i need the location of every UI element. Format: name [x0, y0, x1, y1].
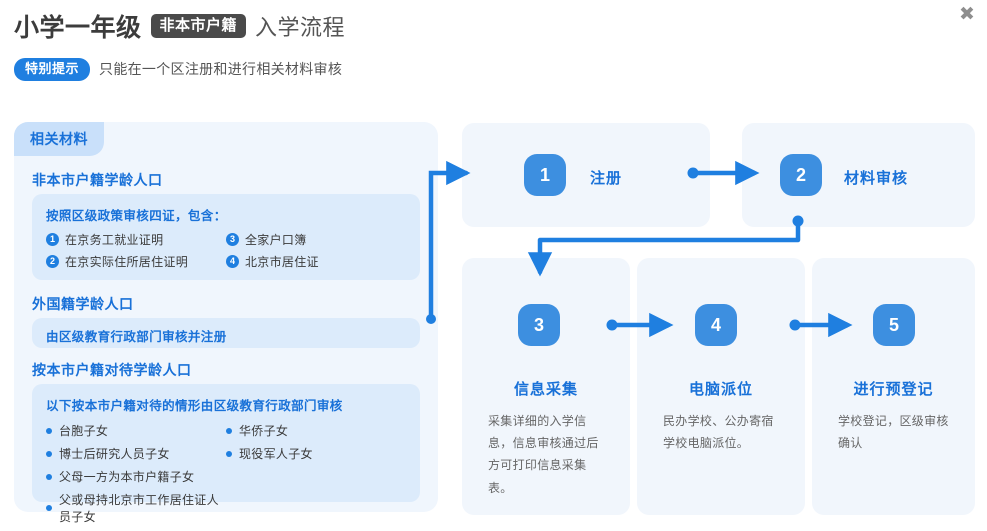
- section-title-nonlocal: 非本市户籍学龄人口: [32, 172, 163, 188]
- tip-text: 只能在一个区注册和进行相关材料审核: [99, 61, 343, 78]
- bullet-dot-icon: [226, 450, 232, 457]
- number-badge: 1: [46, 233, 59, 246]
- list-item: 台胞子女: [46, 422, 226, 439]
- section-card-title-nonlocal: 按照区级政策审核四证，包含：: [46, 209, 227, 223]
- step-title: 材料审核: [844, 170, 909, 187]
- bullet-dot-icon: [46, 473, 52, 480]
- step-number-badge: 3: [518, 304, 560, 346]
- flow-card-step-3[interactable]: 3 信息采集 采集详细的入学信息，信息审核通过后方可打印信息采集表。: [462, 258, 630, 515]
- close-icon[interactable]: ✖: [959, 4, 975, 25]
- list-item-label: 在京务工就业证明: [65, 233, 164, 247]
- step-title: 进行预登记: [853, 381, 934, 398]
- section-card-text-foreign: 由区级教育行政部门审核并注册: [46, 330, 227, 344]
- step-number-badge: 2: [780, 154, 822, 196]
- number-badge: 3: [226, 233, 239, 246]
- list-item-label: 全家户口簿: [245, 233, 307, 247]
- step-title: 电脑派位: [688, 381, 753, 398]
- tip-row: 特别提示 只能在一个区注册和进行相关材料审核: [14, 58, 342, 81]
- list-item-label: 博士后研究人员子女: [59, 447, 170, 461]
- list-item-label: 在京实际住所居住证明: [65, 255, 189, 269]
- flow-card-step-5[interactable]: 5 进行预登记 学校登记，区级审核确认: [812, 258, 975, 515]
- list-item: 1 在京务工就业证明: [46, 231, 226, 248]
- section-title-foreign: 外国籍学龄人口: [32, 296, 134, 312]
- treated-local-list: 台胞子女 华侨子女 博士后研究人员子女 现役军人子女 父母一方为本市户籍子女: [46, 422, 406, 531]
- related-materials-panel: 相关材料 非本市户籍学龄人口 按照区级政策审核四证，包含： 1 在京务工就业证明…: [14, 122, 438, 524]
- list-item-spacer: [226, 468, 406, 485]
- flow-card-step-1[interactable]: 1 注册: [462, 123, 710, 227]
- section-title-treated-local: 按本市户籍对待学龄人口: [32, 362, 192, 378]
- tip-badge: 特别提示: [14, 58, 91, 81]
- title-row: 小学一年级 非本市户籍 入学流程: [14, 8, 345, 44]
- step-title: 注册: [590, 170, 623, 187]
- title-category-chip: 非本市户籍: [150, 13, 247, 39]
- list-item: 现役军人子女: [226, 445, 406, 462]
- number-badge: 4: [226, 255, 239, 268]
- number-badge: 2: [46, 255, 59, 268]
- page-title: 小学一年级: [14, 14, 142, 42]
- list-item-label: 父或母持北京市工作居住证人员子女: [59, 493, 219, 524]
- list-item: 4 北京市居住证: [226, 253, 406, 270]
- list-item: 华侨子女: [226, 422, 406, 439]
- list-item: 父或母持北京市工作居住证人员子女: [46, 491, 226, 525]
- step-description: 采集详细的入学信息，信息审核通过后方可打印信息采集表。: [488, 414, 599, 495]
- list-item-label: 现役军人子女: [239, 447, 313, 461]
- step-number-badge: 5: [873, 304, 915, 346]
- step-description: 民办学校、公办寄宿学校电脑派位。: [663, 414, 774, 451]
- bullet-dot-icon: [46, 427, 52, 434]
- list-item-label: 台胞子女: [59, 424, 109, 438]
- section-card-foreign: 由区级教育行政部门审核并注册: [32, 318, 420, 348]
- list-item: 博士后研究人员子女: [46, 445, 226, 462]
- bullet-dot-icon: [46, 505, 52, 511]
- list-item: 3 全家户口簿: [226, 231, 406, 248]
- list-item-spacer: [226, 491, 406, 525]
- list-item-label: 华侨子女: [239, 424, 289, 438]
- step-description: 学校登记，区级审核确认: [838, 414, 949, 451]
- list-item-label: 父母一方为本市户籍子女: [59, 470, 195, 484]
- flow-card-step-2[interactable]: 2 材料审核: [742, 123, 975, 227]
- bullet-dot-icon: [226, 427, 232, 434]
- related-materials-tab-label: 相关材料: [30, 131, 88, 147]
- bullet-dot-icon: [46, 450, 52, 457]
- flow-card-step-4[interactable]: 4 电脑派位 民办学校、公办寄宿学校电脑派位。: [637, 258, 805, 515]
- section-card-treated-local: 以下按本市户籍对待的情形由区级教育行政部门审核 台胞子女 华侨子女 博士后研究人…: [32, 384, 420, 524]
- step-title: 信息采集: [513, 381, 578, 398]
- section-card-nonlocal: 按照区级政策审核四证，包含： 1 在京务工就业证明 3 全家户口簿 2 在京实际…: [32, 194, 420, 280]
- related-materials-tab: 相关材料: [14, 122, 104, 156]
- step-number-badge: 4: [695, 304, 737, 346]
- list-item-label: 北京市居住证: [245, 255, 319, 269]
- page-header: 小学一年级 非本市户籍 入学流程 特别提示 只能在一个区注册和进行相关材料审核 …: [0, 0, 987, 110]
- section-card-title-treated-local: 以下按本市户籍对待的情形由区级教育行政部门审核: [46, 399, 343, 413]
- page-title-suffix: 入学流程: [255, 15, 346, 40]
- list-item: 2 在京实际住所居住证明: [46, 253, 226, 270]
- list-item: 父母一方为本市户籍子女: [46, 468, 226, 485]
- four-certificates-list: 1 在京务工就业证明 3 全家户口簿 2 在京实际住所居住证明 4 北京市居住证: [46, 231, 406, 275]
- step-number-badge: 1: [524, 154, 566, 196]
